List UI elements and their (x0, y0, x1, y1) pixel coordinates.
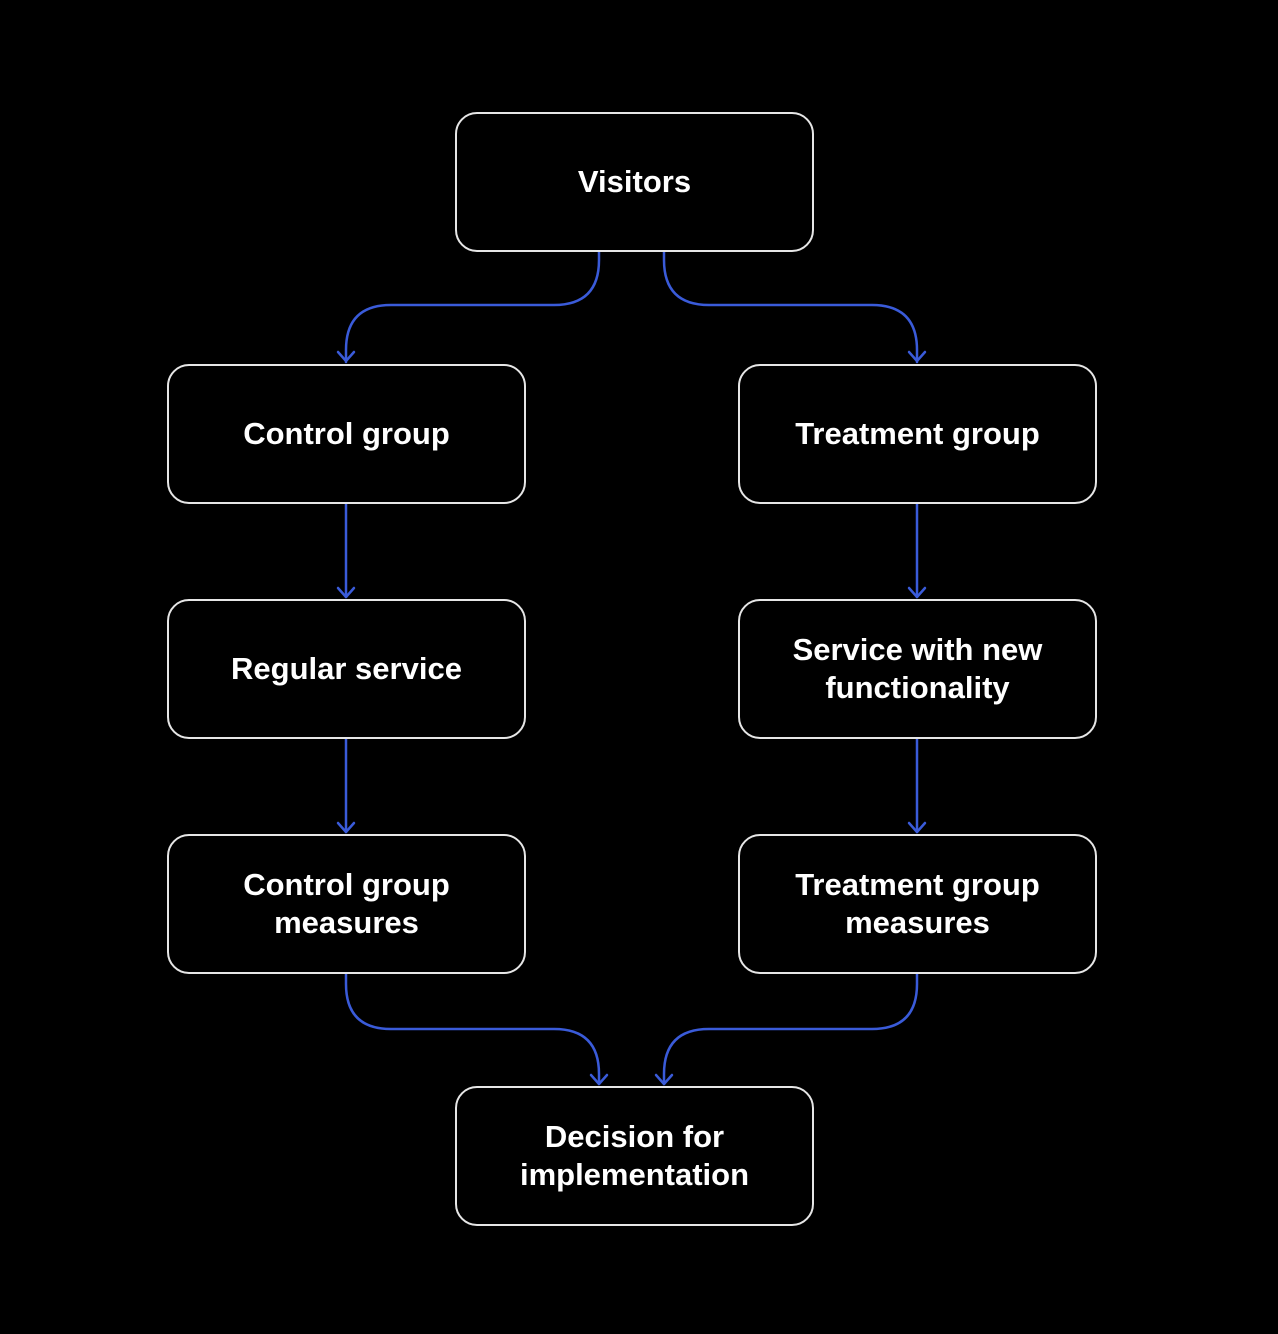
node-service-new-functionality-label: Service with new functionality (792, 632, 1043, 705)
node-regular-service: Regular service (167, 599, 526, 739)
edge-visitors-to-control-group (344, 250, 601, 364)
node-decision-label: Decision for implementation (519, 1119, 750, 1192)
node-decision-for-implementation: Decision for implementation (455, 1086, 814, 1226)
node-treatment-group-measures: Treatment group measures (738, 834, 1097, 974)
node-visitors: Visitors (455, 112, 814, 252)
arrowhead-treatment-group (907, 350, 927, 363)
node-treatment-group: Treatment group (738, 364, 1097, 504)
node-regular-service-label: Regular service (231, 651, 462, 686)
node-control-group-measures-label: Control group measures (243, 867, 450, 940)
arrowhead-control-measures (336, 821, 356, 834)
arrowhead-new-functionality (907, 586, 927, 599)
arrowhead-decision-right (654, 1073, 674, 1086)
node-treatment-group-measures-label: Treatment group measures (795, 867, 1040, 940)
arrowhead-control-group (336, 350, 356, 363)
arrowhead-treatment-measures (907, 821, 927, 834)
arrowhead-regular-service (336, 586, 356, 599)
node-treatment-group-label: Treatment group (795, 416, 1040, 451)
node-service-new-functionality: Service with new functionality (738, 599, 1097, 739)
edge-control-measures-to-decision (344, 972, 601, 1086)
edge-visitors-to-treatment-group (662, 250, 919, 364)
node-control-group-measures: Control group measures (167, 834, 526, 974)
node-control-group: Control group (167, 364, 526, 504)
node-visitors-label: Visitors (577, 164, 692, 199)
node-control-group-label: Control group (243, 416, 450, 451)
edge-treatment-measures-to-decision (662, 972, 919, 1086)
arrowhead-decision-left (589, 1073, 609, 1086)
